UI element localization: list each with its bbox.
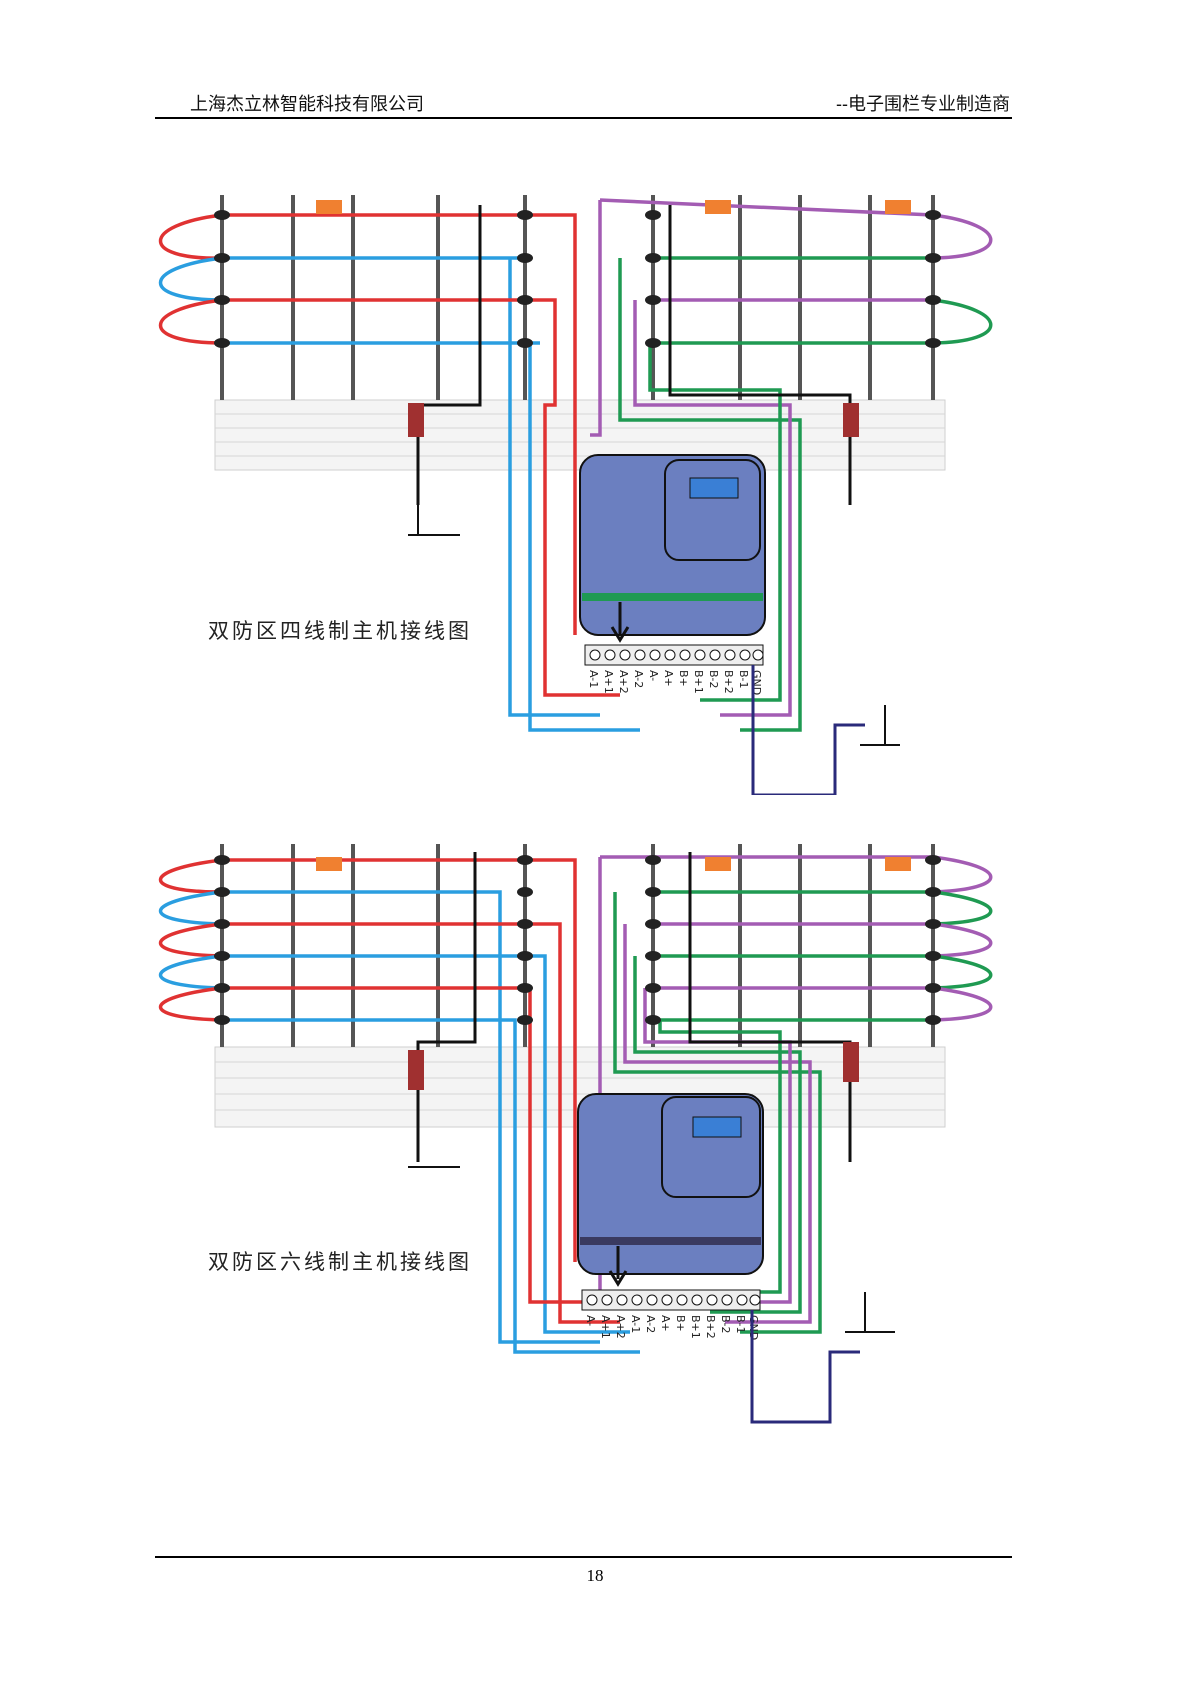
gnd-wire [750, 1310, 860, 1424]
wiring-diagram-six-wire: A- A+1 A+2 A-1 A-2 A+ B+ B+1 B+2 B-2 B-1… [158, 844, 993, 1424]
terminal-block [584, 644, 764, 666]
wiring-diagram-four-wire: A-1 A+1 A+2 A-2 A- A+ B+ B+1 B-2 B+2 B-1… [159, 195, 993, 795]
terminal-label: A+ [662, 670, 675, 687]
terminal-label: A-2 [644, 1315, 657, 1333]
footer-rule [155, 1556, 1012, 1558]
header-rule [155, 117, 1012, 119]
page-number: 18 [586, 1566, 604, 1585]
terminal-label: A- [584, 1315, 597, 1326]
controller-unit [579, 454, 766, 643]
header-tagline: --电子围栏专业制造商 [836, 94, 1010, 114]
insulators [214, 855, 941, 1025]
terminal-label: A-1 [629, 1315, 642, 1333]
lightning-arrester [843, 403, 859, 437]
diagram-caption: 双防区六线制主机接线图 [208, 1251, 472, 1274]
lightning-arrester [843, 1042, 859, 1082]
terminal-label: A+2 [614, 1315, 627, 1339]
terminal-label: A- [647, 670, 660, 681]
gnd-wire [751, 665, 865, 795]
warning-sign [705, 200, 731, 214]
insulators [214, 210, 941, 348]
fence-posts [220, 195, 935, 400]
terminal-label: B-1 [737, 670, 750, 689]
terminal-label: A+1 [602, 670, 615, 694]
terminal-label: B-2 [707, 670, 720, 689]
terminal-label: B+ [677, 670, 690, 687]
terminal-label: A+1 [599, 1315, 612, 1339]
fence-posts [220, 844, 935, 1047]
terminal-label: B+1 [692, 670, 705, 694]
warning-sign [705, 857, 731, 871]
terminal-label: A+ [659, 1315, 672, 1332]
zone-b-wires [590, 198, 993, 732]
terminal-label: B-1 [734, 1315, 747, 1334]
warning-sign [885, 857, 911, 871]
ground-wires [408, 205, 900, 746]
terminal-label: A+2 [617, 670, 630, 694]
zone-b-wires [598, 855, 993, 1334]
terminal-label: B+1 [689, 1315, 702, 1339]
terminal-label: B+2 [722, 670, 735, 694]
lightning-arrester [408, 1050, 424, 1090]
header-company: 上海杰立林智能科技有限公司 [190, 94, 424, 114]
warning-sign [316, 857, 342, 871]
warning-sign [316, 200, 342, 214]
terminal-block [581, 1289, 761, 1311]
zone-a-wires [159, 213, 640, 732]
terminal-labels: A- A+1 A+2 A-1 A-2 A+ B+ B+1 B+2 B-2 B-1… [584, 1315, 760, 1340]
ground-wires [408, 852, 895, 1333]
terminal-label: A-2 [632, 670, 645, 688]
diagram-caption: 双防区四线制主机接线图 [208, 620, 472, 643]
lightning-arrester [408, 403, 424, 437]
terminal-labels: A-1 A+1 A+2 A-2 A- A+ B+ B+1 B-2 B+2 B-1… [587, 670, 763, 695]
terminal-label: B-2 [719, 1315, 732, 1334]
terminal-label: A-1 [587, 670, 600, 688]
controller-unit [577, 1093, 764, 1287]
brick-wall [214, 399, 946, 471]
warning-sign [885, 200, 911, 214]
terminal-label: B+2 [704, 1315, 717, 1339]
terminal-label: B+ [674, 1315, 687, 1332]
